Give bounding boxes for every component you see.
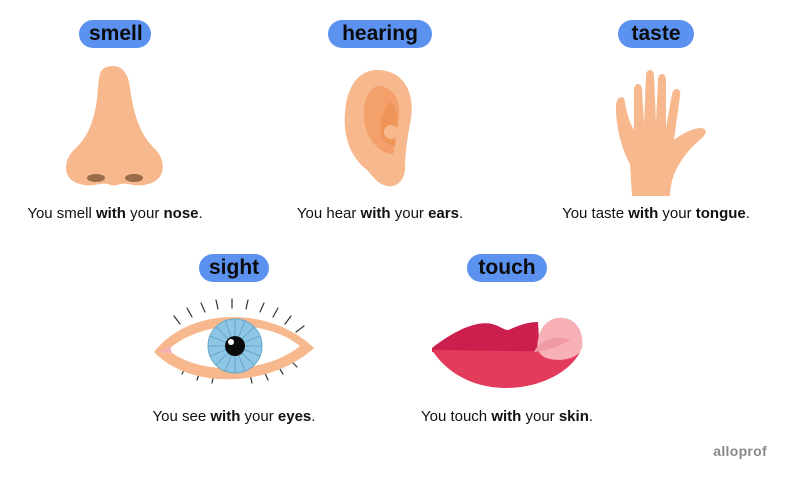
caption-taste: You taste with your tongue. — [562, 205, 750, 222]
label-taste: taste — [618, 20, 694, 48]
brand-logo: alloprof — [713, 443, 767, 459]
label-hearing: hearing — [328, 20, 432, 48]
lips-illustration — [432, 317, 583, 388]
label-smell: smell — [79, 20, 151, 48]
caption-sight: You see with your eyes. — [152, 408, 316, 425]
hand-illustration — [616, 70, 706, 196]
caption-smell: You smell with your nose. — [27, 205, 203, 222]
label-sight: sight — [199, 254, 269, 282]
nose-illustration — [65, 66, 163, 186]
caption-hearing: You hear with your ears. — [296, 205, 464, 222]
ear-illustration — [344, 70, 412, 187]
label-touch: touch — [467, 254, 547, 282]
caption-touch: You touch with your skin. — [420, 408, 594, 425]
eye-illustration — [154, 298, 314, 384]
